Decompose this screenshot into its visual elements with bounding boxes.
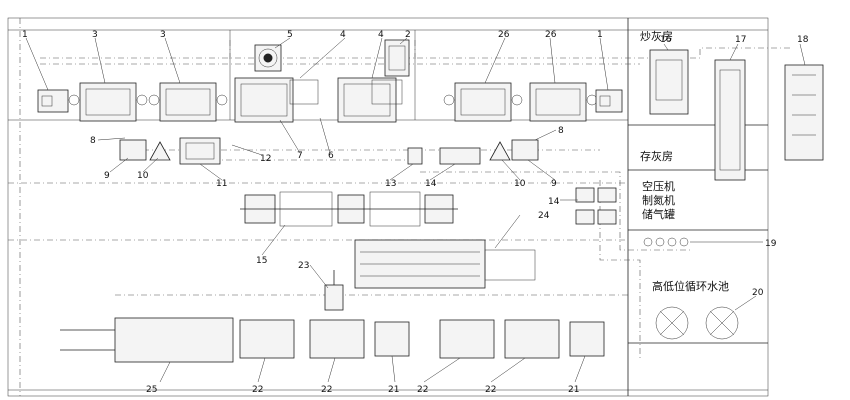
callout-21-a: 21	[388, 385, 399, 395]
furnace-unit-3b	[148, 82, 228, 122]
machine-18	[784, 64, 824, 161]
callout-23: 23	[298, 261, 309, 271]
machine-14-a	[439, 147, 481, 165]
callout-8-left: 8	[90, 136, 96, 146]
callout-7: 7	[297, 151, 303, 161]
callout-25: 25	[146, 385, 157, 395]
callout-19: 19	[765, 239, 777, 249]
cell-22-a	[239, 319, 295, 359]
callout-17: 17	[735, 35, 746, 45]
furnace-unit-4b	[337, 77, 403, 123]
furnace-unit-26a	[443, 82, 523, 122]
cell-22-d	[504, 319, 560, 359]
callout-22-d: 22	[485, 385, 496, 395]
cell-21-a	[374, 321, 410, 357]
machine-9-left	[119, 139, 147, 161]
label-circulating-pool: 高低位循环水池	[652, 279, 729, 293]
furnace-unit-1-right	[595, 89, 623, 113]
machine-16	[649, 49, 689, 115]
conveyor-bed-24	[354, 239, 536, 289]
cell-22-b	[309, 319, 365, 359]
furnace-unit-5	[254, 44, 282, 72]
cell-22-c	[439, 319, 495, 359]
callout-3-b: 3	[160, 30, 166, 40]
callout-1-right: 1	[597, 30, 603, 40]
callout-6: 6	[328, 151, 334, 161]
furnace-unit-2	[384, 39, 410, 77]
conveyor-25	[60, 317, 234, 363]
callout-24: 24	[538, 211, 550, 221]
callout-22-c: 22	[417, 385, 428, 395]
callout-10-right: 10	[514, 179, 526, 189]
machine-17	[714, 59, 746, 181]
callout-10-left: 10	[137, 171, 149, 181]
callout-4-a: 4	[340, 30, 346, 40]
machine-11	[179, 137, 221, 165]
callout-16: 16	[660, 35, 672, 45]
building-outline	[7, 17, 769, 397]
furnace-unit-3a	[68, 82, 148, 122]
callout-26-a: 26	[498, 30, 510, 40]
furnace-row-top	[37, 39, 623, 123]
label-compressor-room-line3: 储气罐	[642, 207, 675, 221]
machine-10-right	[489, 141, 511, 161]
machine-13	[407, 147, 423, 165]
callout-21-b: 21	[568, 385, 579, 395]
label-compressor-room-line1: 空压机	[642, 179, 675, 193]
callout-4-b: 4	[378, 30, 384, 40]
callout-3-a: 3	[92, 30, 98, 40]
callout-8-right: 8	[558, 126, 564, 136]
cell-21-b	[569, 321, 605, 357]
compressor-units-19	[643, 237, 689, 247]
feeder-23	[324, 270, 344, 311]
ash-frying-equipment	[649, 49, 824, 181]
callout-26-b: 26	[545, 30, 557, 40]
furnace-unit-4a	[234, 77, 319, 123]
furnace-unit-26b	[529, 82, 598, 122]
callout-22-b: 22	[321, 385, 332, 395]
machine-9-right	[511, 139, 539, 161]
callout-9-left: 9	[104, 171, 110, 181]
callouts: 1 3 3 5 4 4 2 26 26 1 16 17 18 8 8 9 10 …	[22, 30, 809, 395]
callout-11: 11	[216, 179, 227, 189]
callout-14-a: 14	[425, 179, 437, 189]
label-ash-frying-room: 炒灰房	[640, 29, 673, 43]
callout-12: 12	[260, 154, 271, 164]
label-ash-storage-room: 存灰房	[640, 149, 673, 163]
label-compressor-room-line2: 制氮机	[642, 193, 675, 207]
callout-5: 5	[287, 30, 293, 40]
machine-10-left	[149, 141, 171, 161]
conveyor-line-15	[240, 191, 458, 227]
furnace-unit-1-left	[37, 89, 69, 113]
callout-18: 18	[797, 35, 809, 45]
callout-1-left: 1	[22, 30, 28, 40]
callout-14-b: 14	[548, 197, 560, 207]
callout-2: 2	[405, 30, 411, 40]
callout-22-a: 22	[252, 385, 263, 395]
callout-13: 13	[385, 179, 396, 189]
callout-9-right: 9	[551, 179, 557, 189]
equipment-middle-row	[119, 137, 539, 165]
cooling-fans-20	[655, 306, 739, 340]
machine-14-b	[575, 187, 617, 225]
callout-15: 15	[256, 256, 267, 266]
callout-20: 20	[752, 288, 764, 298]
leader-lines	[25, 37, 806, 383]
equipment-bottom-row	[60, 317, 605, 363]
